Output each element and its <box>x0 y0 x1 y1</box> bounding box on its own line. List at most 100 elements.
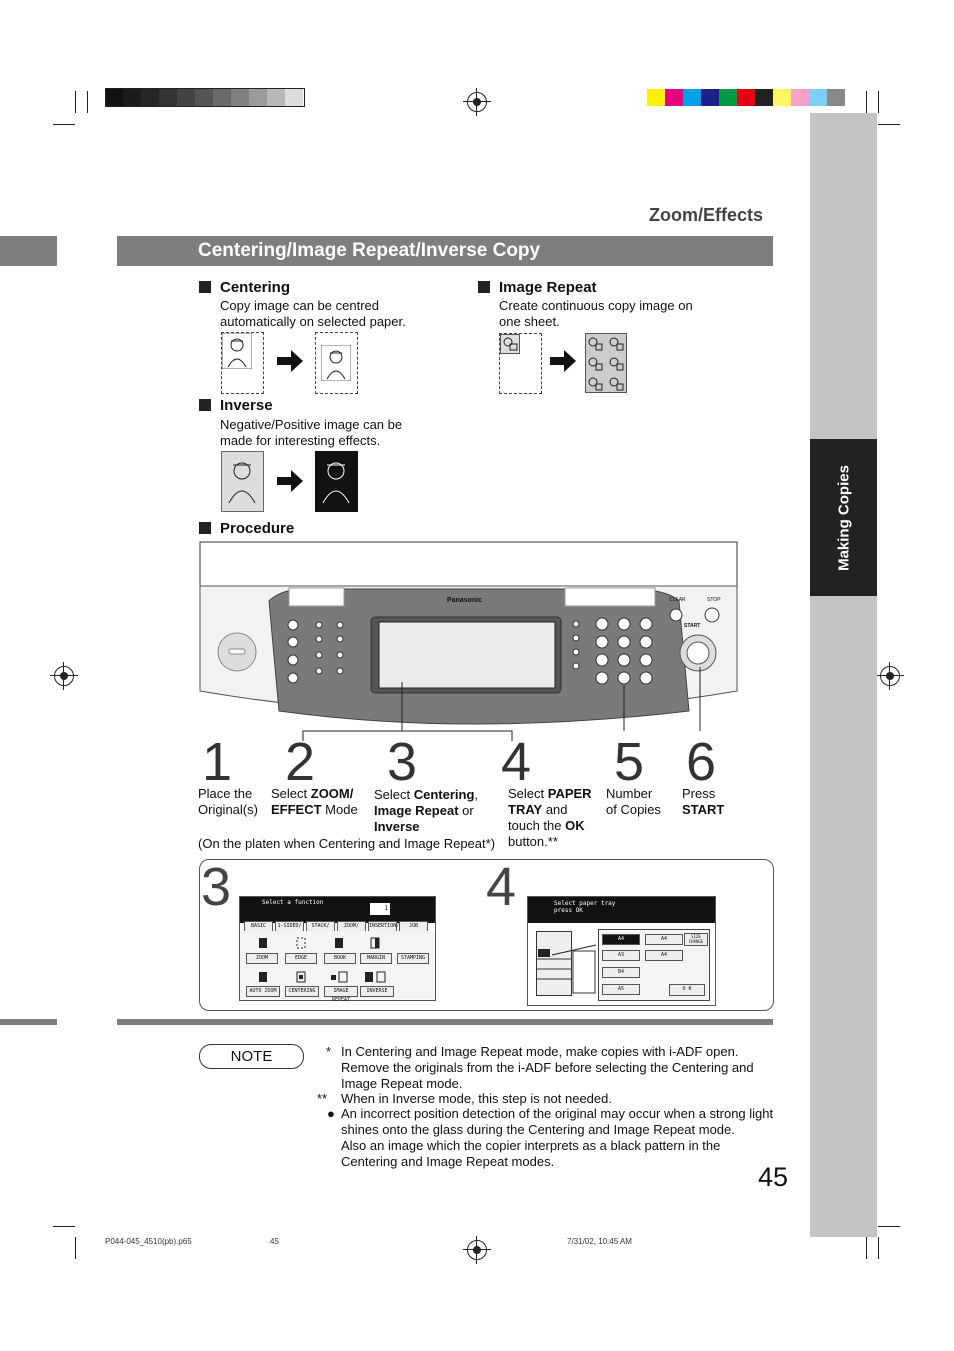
book-icon <box>335 938 343 948</box>
screen-3-number: 3 <box>201 857 232 917</box>
inverse-icon <box>365 971 386 983</box>
zoom-button[interactable]: ZOOM <box>246 953 278 964</box>
lcd-screen-paper-tray: Select paper tray press OK A4 A3 B4 A5 A… <box>527 896 716 1006</box>
step-4-number: 4 <box>501 732 532 792</box>
side-tab: Making Copies <box>810 439 877 596</box>
side-tab-label: Making Copies <box>835 464 852 571</box>
zoom-icon <box>259 938 267 948</box>
arrow-right-icon <box>277 350 303 372</box>
tray-2-button[interactable]: A3 <box>602 950 640 961</box>
centering-desc-2: automatically on selected paper. <box>220 314 406 329</box>
tray-bypass-button[interactable]: A4 <box>645 934 683 945</box>
lcd-counter: 1 <box>370 903 390 915</box>
shapes-icon <box>500 334 520 354</box>
size-change-button[interactable]: SIZE CHANGE <box>684 933 708 946</box>
centering-after-thumb <box>315 332 358 394</box>
arrow-right-icon <box>550 350 576 372</box>
note-3-text: An incorrect position detection of the o… <box>341 1106 774 1169</box>
side-margin-bar <box>810 113 877 1237</box>
centering-heading: Centering <box>220 279 291 296</box>
control-panel-illustration: Panasonic CLEAR STOP START <box>199 541 738 731</box>
centering-icon <box>296 971 306 983</box>
procedure-heading: Procedure <box>220 520 295 537</box>
footer-rule <box>117 1019 773 1025</box>
book-button[interactable]: BOOK <box>324 953 356 964</box>
lcd-header: Select a function 1 <box>240 897 435 923</box>
auto-zoom-button[interactable]: AUTO ZOOM <box>246 986 280 997</box>
margin-button[interactable]: MARGIN <box>360 953 392 964</box>
screens-panel <box>199 859 774 1011</box>
ok-button[interactable]: O K <box>669 984 705 996</box>
step-1-number: 1 <box>202 732 233 792</box>
step-5-number: 5 <box>614 732 645 792</box>
step-bracket <box>302 730 513 741</box>
centering-button[interactable]: CENTERING <box>285 986 319 997</box>
screen-4-number: 4 <box>486 857 517 917</box>
page-number: 45 <box>758 1162 789 1192</box>
inverse-desc-2: made for interesting effects. <box>220 433 381 448</box>
note-label: NOTE <box>199 1044 304 1069</box>
note-2-mark: ** <box>317 1091 328 1106</box>
centering-desc-1: Copy image can be centred <box>220 298 379 313</box>
inverse-button[interactable]: INVERSE <box>360 986 394 997</box>
footer-date: 7/31/02, 10:45 AM <box>567 1237 632 1246</box>
image-repeat-heading: Image Repeat <box>499 279 597 296</box>
lcd-prompt-2: press OK <box>554 907 583 914</box>
lcd-screen-function: Select a function 1 BASIC MENU 1-SIDED/ … <box>239 896 436 1003</box>
edge-icon <box>296 937 306 949</box>
margin-icon <box>370 937 380 949</box>
title-bar: Centering/Image Repeat/Inverse Copy <box>117 236 773 266</box>
panel-stop-label: STOP <box>707 597 721 603</box>
character-illustration-icon <box>222 333 252 369</box>
section-title: Zoom/Effects <box>649 205 764 225</box>
bullet-icon <box>199 281 211 293</box>
image-repeat-desc-2: one sheet. <box>499 314 560 329</box>
note-1-mark: * <box>326 1044 332 1059</box>
left-accent-bar <box>0 236 57 266</box>
lcd-prompt: Select a function <box>262 899 324 906</box>
edge-button[interactable]: EDGE <box>285 953 317 964</box>
footer-file: P044-045_4510(pb).p65 <box>105 1237 192 1246</box>
image-repeat-button[interactable]: IMAGE REPEAT <box>324 986 358 1003</box>
step-6-number: 6 <box>686 732 717 792</box>
inverse-after-thumb <box>315 451 358 512</box>
panel-brand: Panasonic <box>447 597 483 604</box>
centering-before-thumb <box>221 332 264 394</box>
inverse-desc-1: Negative/Positive image can be <box>220 417 403 432</box>
bullet-icon <box>199 399 211 411</box>
image-repeat-icon <box>331 971 348 983</box>
step-2-number: 2 <box>285 732 316 792</box>
lcd-header: Select paper tray press OK <box>528 897 715 923</box>
note-3-bullet-icon: ● <box>327 1106 335 1121</box>
stamping-button[interactable]: STAMPING <box>397 953 429 964</box>
note-2-text: When in Inverse mode, this step is not n… <box>341 1091 612 1106</box>
bullet-icon <box>478 281 490 293</box>
tray-4-button[interactable]: A5 <box>602 984 640 995</box>
image-repeat-after-thumb <box>585 333 627 393</box>
character-illustration-icon <box>321 345 351 381</box>
step-3-text: Select Centering, Image Repeat or Invers… <box>374 787 479 834</box>
platen-note: (On the platen when Centering and Image … <box>198 836 496 851</box>
step-3-number: 3 <box>387 732 418 792</box>
image-repeat-before-thumb <box>499 333 542 394</box>
auto-zoom-icon <box>259 972 267 982</box>
inverse-heading: Inverse <box>220 397 273 414</box>
tray-1-button[interactable]: A4 <box>602 934 640 945</box>
tray-3-button[interactable]: B4 <box>602 967 640 978</box>
image-repeat-desc-1: Create continuous copy image on <box>499 298 693 313</box>
step-4-text: Select PAPER TRAY and touch the OK butto… <box>508 786 592 849</box>
bullet-icon <box>199 522 211 534</box>
note-1-text: In Centering and Image Repeat mode, make… <box>341 1044 754 1091</box>
step-2-text: Select ZOOM/ EFFECT Mode <box>271 786 358 817</box>
panel-clear-label: CLEAR <box>669 597 686 603</box>
tray-lcf-button[interactable]: A4 <box>645 950 683 961</box>
footer-page: 45 <box>270 1237 279 1246</box>
page-title: Centering/Image Repeat/Inverse Copy <box>198 240 541 261</box>
arrow-right-icon <box>277 470 303 492</box>
lcd-prompt-1: Select paper tray <box>554 900 616 907</box>
machine-diagram-icon <box>536 931 597 996</box>
inverse-before-thumb <box>221 451 264 512</box>
